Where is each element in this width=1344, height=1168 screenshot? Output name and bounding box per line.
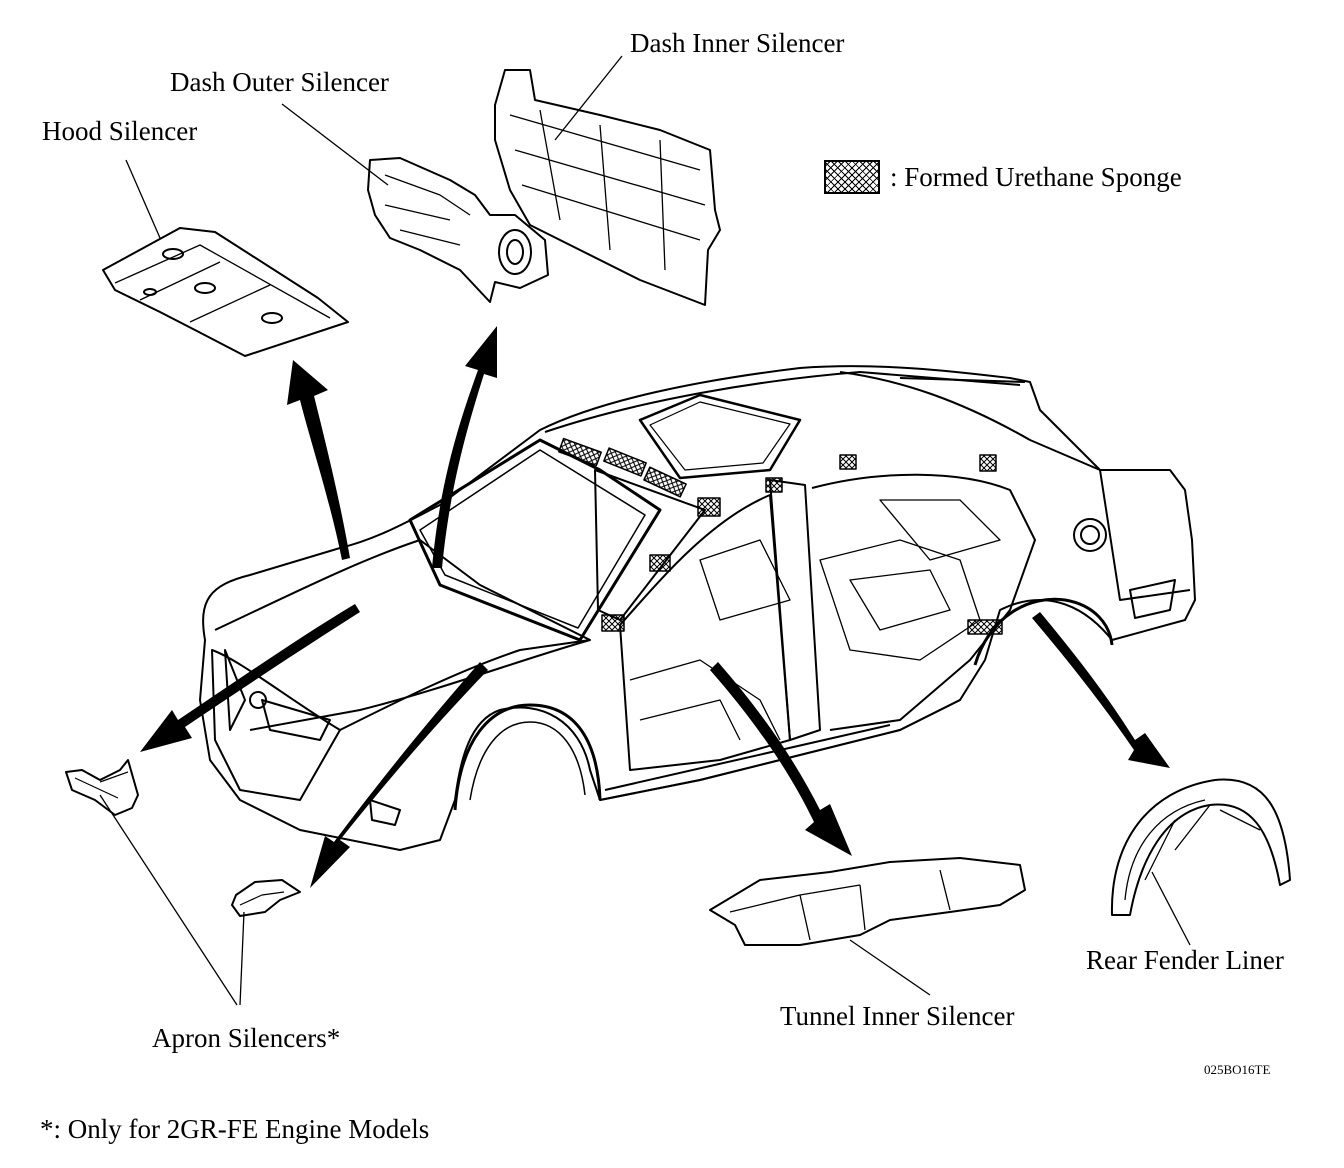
rear-panel [1099, 469, 1191, 619]
legend-swatch-crosshatch [824, 160, 880, 194]
tunnel-inner-silencer-part [709, 857, 1026, 946]
front-door-opening [619, 494, 791, 771]
arrow-to-hood-silencer [287, 360, 350, 560]
apron-silencer-part-2 [231, 879, 301, 917]
label-tunnel-inner-silencer: Tunnel Inner Silencer [780, 1001, 1015, 1031]
leader-apron-2 [239, 911, 245, 1006]
front-wheel-arch [453, 703, 602, 811]
arrow-to-dash-outer-silencer [432, 326, 497, 568]
rear-fender-liner-part [1110, 778, 1291, 916]
rear-door-opening [811, 473, 1036, 731]
rear-deck [839, 371, 1101, 471]
leader-tunnel [849, 939, 931, 996]
windshield-frame [408, 438, 662, 642]
arrow-to-apron-silencer-2 [310, 662, 488, 888]
apron-silencer-part-1 [65, 759, 139, 816]
car-body-outline [199, 365, 1196, 851]
arrow-to-rear-fender-liner [1032, 612, 1170, 768]
car-body [199, 365, 1196, 851]
leader-hood [125, 159, 161, 239]
urethane-sponge-patches [558, 437, 1003, 635]
leader-dash-inner [554, 55, 623, 141]
sunroof-opening [638, 393, 802, 480]
legend: : Formed Urethane Sponge [824, 158, 1182, 196]
label-dash-outer-silencer: Dash Outer Silencer [170, 67, 389, 97]
leader-lines [99, 55, 1191, 1006]
label-apron-silencers: Apron Silencers* [152, 1023, 341, 1053]
label-rear-fender-liner: Rear Fender Liner [1086, 945, 1284, 975]
rocker-panel [599, 699, 961, 801]
drawing-code: 025BO16TE [1204, 1062, 1271, 1077]
arrow-to-tunnel-inner-silencer [710, 662, 852, 856]
leader-apron-1 [99, 794, 238, 1006]
arrow-to-apron-silencer-1 [140, 604, 360, 752]
footnote: *: Only for 2GR-FE Engine Models [40, 1114, 430, 1144]
hood-outline [214, 539, 591, 731]
label-hood-silencer: Hood Silencer [42, 116, 198, 146]
arrows [140, 326, 1170, 888]
label-dash-inner-silencer: Dash Inner Silencer [630, 28, 845, 58]
legend-text: : Formed Urethane Sponge [890, 161, 1182, 192]
leader-dash-outer [281, 103, 389, 186]
hood-silencer-part [102, 227, 349, 357]
dash-outer-silencer-part [367, 157, 549, 303]
roof-outline [544, 371, 1021, 433]
leader-rear-fender [1151, 871, 1191, 946]
